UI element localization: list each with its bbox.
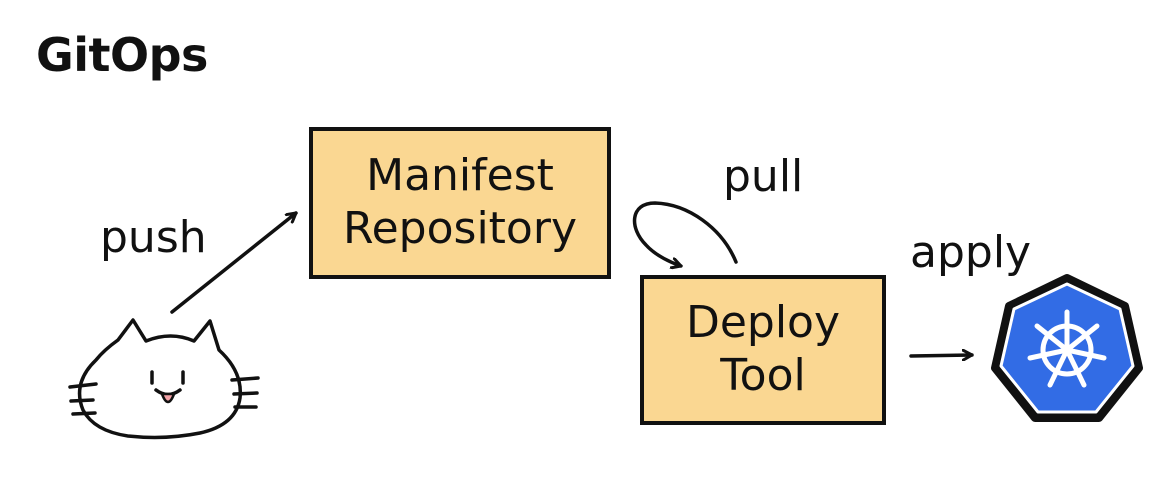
push-arrow <box>170 211 298 314</box>
apply-label: apply <box>910 227 1032 278</box>
cat-tongue <box>160 392 176 404</box>
deploy-tool-label-line1: Deploy <box>685 297 841 349</box>
pull-arrow <box>632 201 738 266</box>
manifest-box-fill <box>311 129 609 277</box>
deploy-tool-node: Deploy Tool <box>640 275 886 425</box>
pull-label: pull <box>723 151 804 202</box>
apply-arrow <box>909 355 974 356</box>
deploy-box-fill <box>642 277 884 423</box>
cat-face-icon <box>68 318 260 440</box>
manifest-repository-label-line2: Repository <box>343 203 577 254</box>
deploy-tool-label-line2: Tool <box>720 350 806 401</box>
diagram-title: GitOps <box>36 28 208 82</box>
kubernetes-icon <box>991 274 1143 422</box>
manifest-repository-node: Manifest Repository <box>309 127 611 279</box>
manifest-repository-label-line1: Manifest <box>366 150 554 202</box>
push-label: push <box>100 212 207 263</box>
